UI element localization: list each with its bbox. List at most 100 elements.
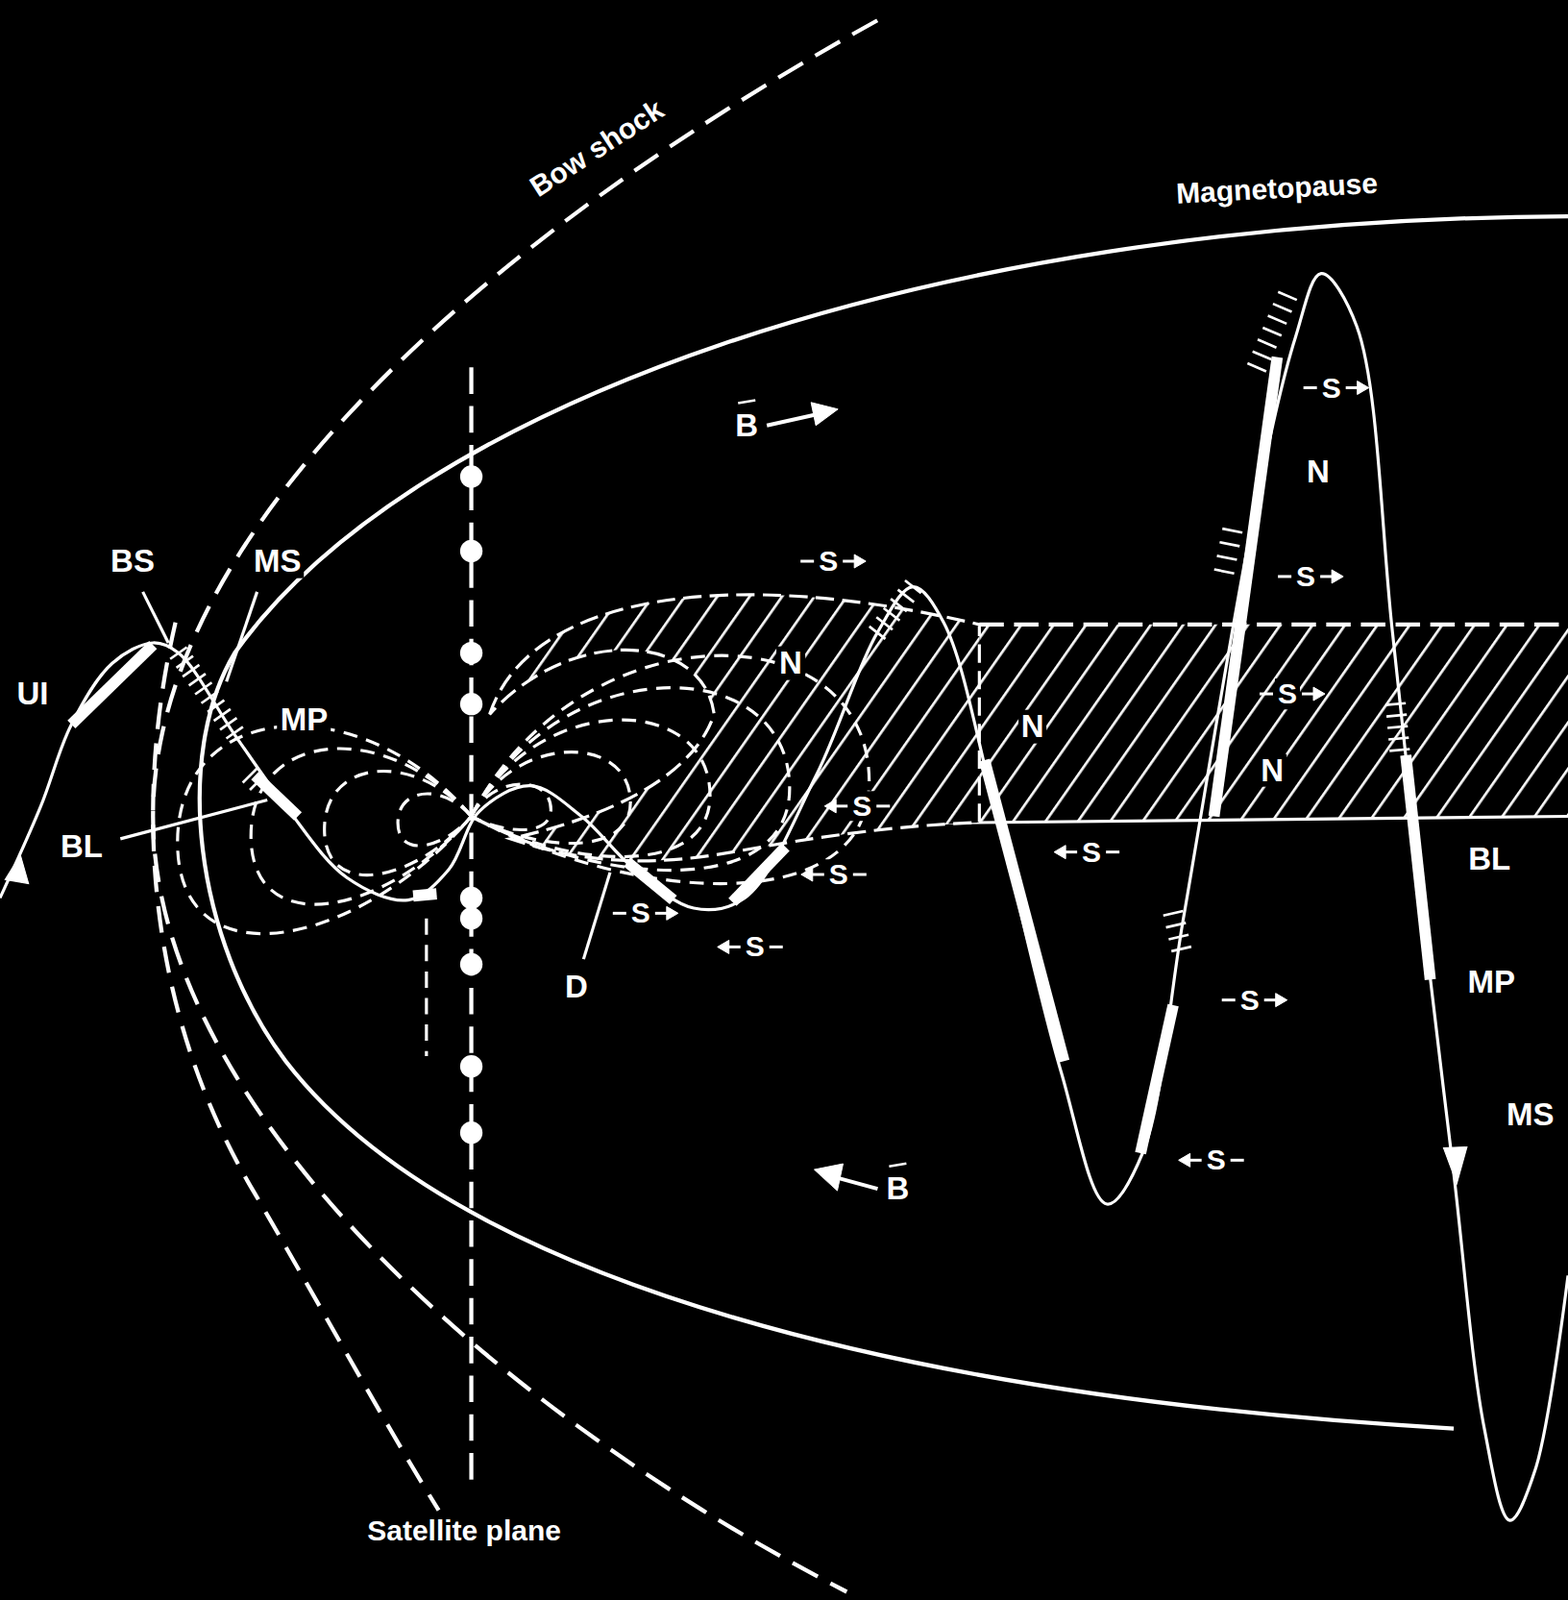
hatch-tick [207,700,224,712]
hatch-tick [214,709,231,721]
satellite-position [460,692,483,715]
satellite-trajectory [0,273,1568,1521]
measurement-segment [1405,755,1430,980]
hatch-tick [1217,555,1238,560]
callout-label: S [849,790,875,822]
plasma-sheet-hatch [979,624,1568,823]
hatch-tick [1273,303,1293,312]
trajectory-arrow [1443,1147,1467,1184]
hatch-tick [201,690,219,703]
hatch-tick [1386,714,1407,717]
callout-label: N [1018,710,1048,744]
callout-label: S [1078,836,1104,868]
magnetopause [199,216,1568,1428]
measurement-segment [1214,357,1278,817]
measurement-segment [627,861,674,900]
callout-label: S [1203,1145,1229,1176]
field-line [471,719,711,857]
satellite-position [460,539,483,563]
hatch-tick [1222,528,1243,533]
hatch-tick [170,646,187,659]
hatch-tick [1387,726,1408,729]
callout-label: B [732,408,761,442]
callout-label: D [562,969,591,1004]
field-line [471,655,870,883]
callout-label: S [742,931,768,963]
callout-label: MS [250,544,305,579]
hatch-tick [905,580,922,593]
field-line [324,770,472,875]
callout-label: MS [1503,1097,1558,1131]
hatch-tick [243,768,258,784]
hatch-tick [249,775,265,790]
measurement-segment [984,759,1065,1061]
hatch-tick [176,656,194,668]
hatch-tick [220,717,237,730]
hatch-tick [869,626,886,639]
satellite-position [460,906,483,930]
hatch-tick [1389,749,1410,752]
hatch-tick [1277,292,1298,300]
measurement-segment [1140,1004,1174,1153]
callout-label: BL [57,830,106,864]
hatch-tick [1385,703,1406,706]
hatch-tick [898,589,915,603]
callout-label: N [1303,454,1333,489]
callout-label: N [1257,753,1287,787]
callout-label: S [815,545,841,577]
callout-label: S [1237,984,1263,1016]
hatch-tick [189,673,206,686]
callout-label: MP [1465,964,1519,999]
inner-dashed-boundary [152,622,439,1511]
callout-label: S [1293,561,1319,592]
region-label: Bow shock [522,92,672,204]
hatch-tick [1388,737,1409,740]
hatch-tick [883,608,901,621]
region-label: Magnetopause [1173,168,1382,210]
callout-label: S [1274,678,1300,710]
hatch-tick [226,726,244,738]
hatch-tick [1262,327,1282,336]
measurement-segment [732,846,785,902]
hatch-tick [1168,934,1189,940]
satellite-position [460,641,483,664]
satellite-position [460,886,483,909]
field-line [177,726,472,934]
hatch-tick [1163,910,1184,916]
hatch-tick [1247,363,1267,371]
hatch-tick [1214,569,1235,574]
field-line [471,687,790,871]
hatch-tick [195,682,212,694]
callout-label: B [882,1172,912,1206]
callout-label: S [1319,372,1345,404]
hatch-tick [1171,946,1192,952]
hatch-tick [1257,339,1277,347]
hatch-tick [890,598,907,612]
satellite-position [460,465,483,488]
hatch-tick [1166,922,1187,928]
field-line [397,793,471,846]
callout-label: UI [13,677,51,711]
hatch-tick [876,616,893,630]
measurement-segment [254,775,298,816]
cusp-hatch [490,594,980,861]
satellite-position [460,1121,483,1144]
hatch-tick [1268,316,1288,324]
callout-label: MP [277,702,332,736]
hatch-tick [1252,351,1273,360]
measurement-segment [71,644,153,725]
callout-label: BL [1465,842,1514,877]
satellite-position [460,1054,483,1078]
hatch-tick [1219,541,1240,546]
callout-label: S [628,898,654,930]
trajectory-arrow [4,855,28,884]
callout-label: S [826,858,852,890]
hatch-tick [182,664,199,677]
region-label: Satellite plane [364,1515,564,1546]
callout-label: BS [107,544,158,579]
satellite-position [460,953,483,976]
callout-label: N [776,646,806,681]
